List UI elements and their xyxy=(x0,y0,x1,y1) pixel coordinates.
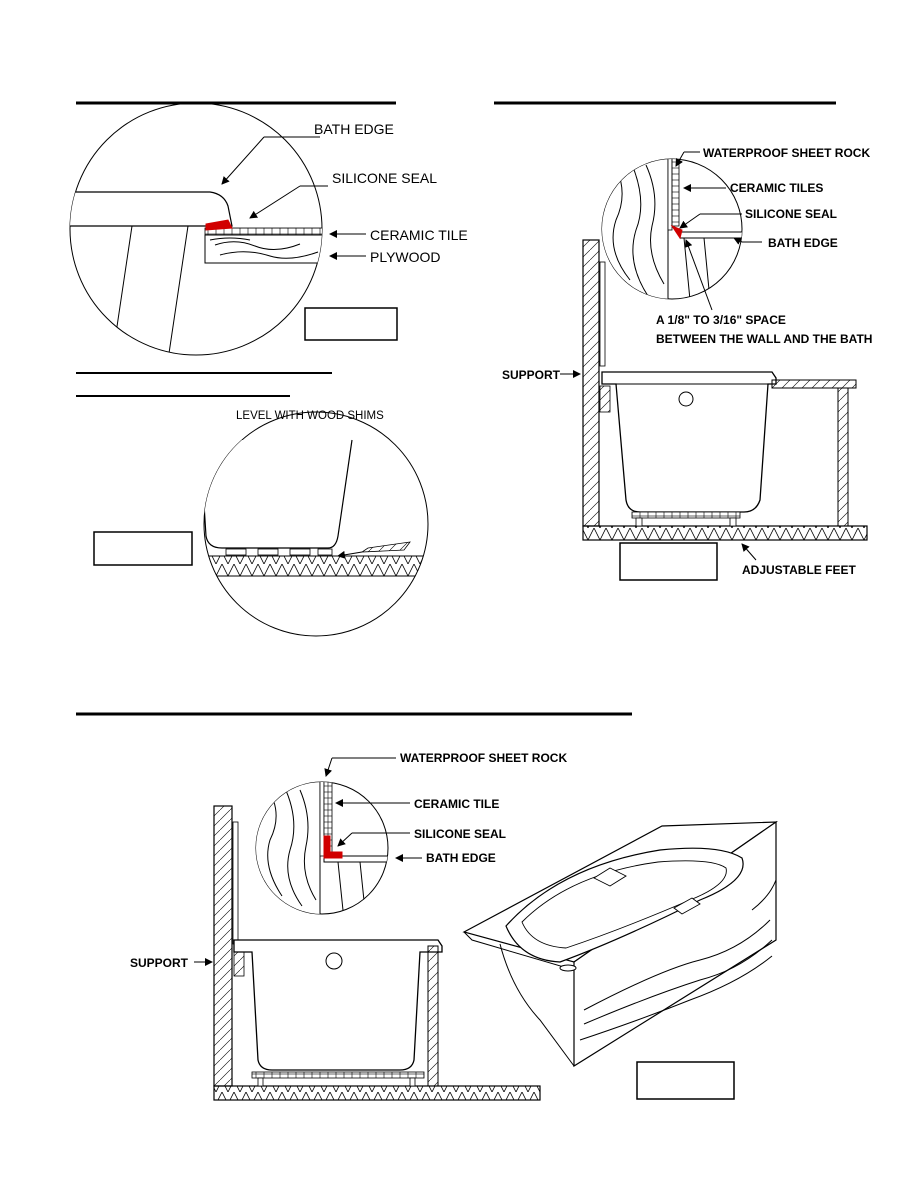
label-waterproof-sheet-rock-2: WATERPROOF SHEET ROCK xyxy=(400,751,567,765)
bathtub-perspective xyxy=(462,820,779,1068)
label-support: SUPPORT xyxy=(502,368,561,382)
detail-4-callouts: WATERPROOF SHEET ROCK CERAMIC TILE SILIC… xyxy=(130,751,567,970)
figure-number-box-4 xyxy=(636,1061,735,1100)
detail-wood-shims xyxy=(203,411,429,637)
label-silicone-seal-3: SILICONE SEAL xyxy=(414,827,506,841)
label-plywood: PLYWOOD xyxy=(370,249,441,265)
label-space-line2: BETWEEN THE WALL AND THE BATH xyxy=(656,332,872,346)
label-waterproof-sheet-rock: WATERPROOF SHEET ROCK xyxy=(703,146,870,160)
silicone-seal-mark-2 xyxy=(670,224,683,240)
label-silicone-seal: SILICONE SEAL xyxy=(332,170,437,186)
detail-1-callouts: BATH EDGE SILICONE SEAL CERAMIC TILE PLY… xyxy=(221,121,468,265)
label-support-2: SUPPORT xyxy=(130,956,189,970)
figure-number-box-2 xyxy=(93,531,193,566)
silicone-seal-mark xyxy=(205,219,233,231)
detail-wall-installation xyxy=(582,158,868,541)
figure-number-box-3 xyxy=(619,542,718,581)
silicone-seal-mark-3 xyxy=(323,835,343,859)
label-bath-edge-3: BATH EDGE xyxy=(426,851,496,865)
detail-3-callouts: WATERPROOF SHEET ROCK CERAMIC TILES SILI… xyxy=(502,146,872,577)
wood-shim xyxy=(360,541,411,553)
label-adjustable-feet: ADJUSTABLE FEET xyxy=(742,563,856,577)
figure-number-box-1 xyxy=(304,307,398,341)
label-ceramic-tile-2: CERAMIC TILE xyxy=(414,797,499,811)
label-bath-edge-2: BATH EDGE xyxy=(768,236,838,250)
label-ceramic-tile: CERAMIC TILE xyxy=(370,227,468,243)
label-silicone-seal-2: SILICONE SEAL xyxy=(745,207,837,221)
detail-bath-edge-seal xyxy=(69,102,323,356)
label-bath-edge: BATH EDGE xyxy=(314,121,394,137)
label-ceramic-tiles: CERAMIC TILES xyxy=(730,181,823,195)
label-level-with-wood-shims: LEVEL WITH WOOD SHIMS xyxy=(236,410,384,422)
label-space-line1: A 1/8" TO 3/16" SPACE xyxy=(656,313,786,327)
